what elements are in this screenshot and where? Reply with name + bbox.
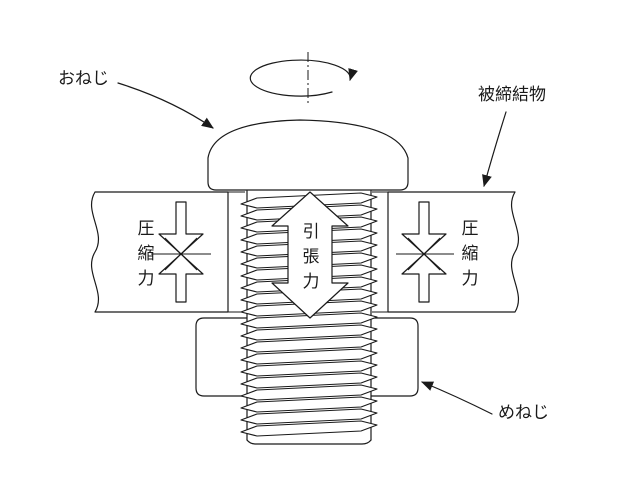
thread-crest xyxy=(240,408,378,425)
clamped-member-right xyxy=(372,191,520,313)
compression-label-right: 圧 縮 力 xyxy=(462,219,479,289)
svg-text:張: 張 xyxy=(303,247,320,267)
rotation-indicator xyxy=(249,52,358,106)
svg-text:圧: 圧 xyxy=(462,219,479,239)
svg-text:圧: 圧 xyxy=(138,219,155,239)
label-clamped-member: 被締結物 xyxy=(478,85,546,105)
thread-crest xyxy=(240,384,378,401)
svg-text:力: 力 xyxy=(138,269,155,289)
label-female-screw: めねじ xyxy=(498,403,549,423)
svg-text:縮: 縮 xyxy=(138,244,155,264)
thread-crest xyxy=(240,360,378,377)
leader-clamped-member xyxy=(482,111,507,187)
thread-crest xyxy=(240,312,378,329)
leader-female-screw xyxy=(421,381,493,415)
compression-label-left: 圧 縮 力 xyxy=(138,219,155,289)
thread-crest xyxy=(240,336,378,353)
svg-text:力: 力 xyxy=(462,269,479,289)
clamped-member-left xyxy=(90,191,245,313)
svg-text:縮: 縮 xyxy=(462,244,479,264)
leader-male-screw xyxy=(117,82,214,129)
compression-arrow-left-icon xyxy=(151,201,211,303)
bolt-head xyxy=(207,119,409,191)
thread-crest xyxy=(240,372,378,389)
thread-crest xyxy=(240,348,378,365)
thread-crest xyxy=(240,420,378,437)
label-male-screw: おねじ xyxy=(58,69,109,89)
thread-crest xyxy=(240,324,378,341)
tension-label: 引 張 力 xyxy=(303,222,320,292)
svg-text:力: 力 xyxy=(303,272,320,292)
thread-crest xyxy=(240,396,378,413)
compression-arrow-right-icon xyxy=(396,201,454,303)
tension-arrow-icon xyxy=(271,191,349,319)
svg-text:引: 引 xyxy=(303,222,320,242)
